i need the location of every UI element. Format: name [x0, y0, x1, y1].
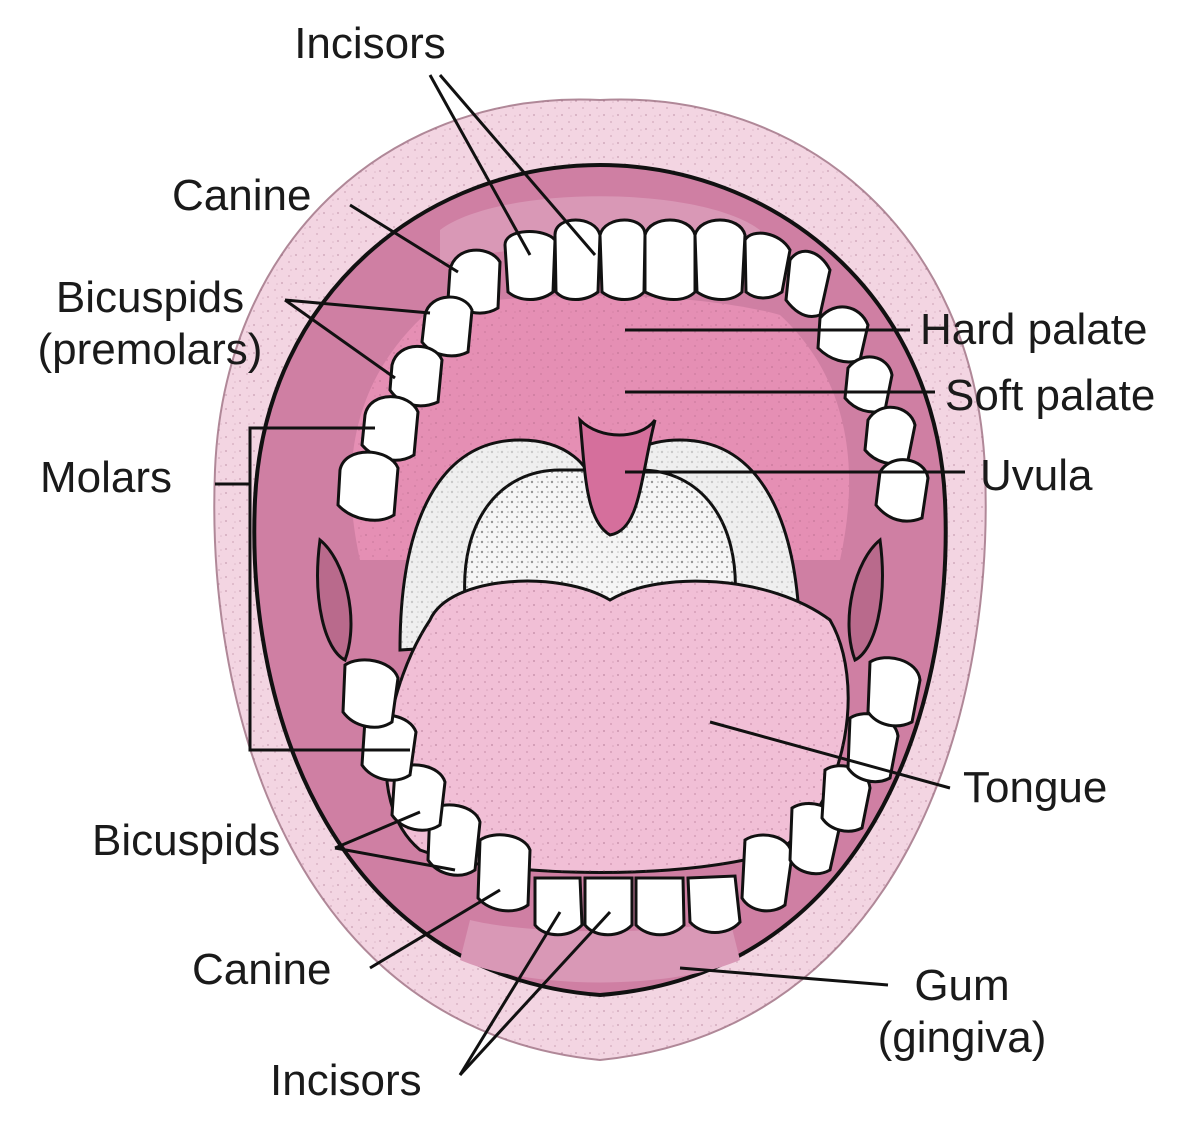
uvula: [578, 415, 657, 537]
label-canine-top: Canine: [172, 171, 312, 220]
label-bicuspids-bottom: Bicuspids: [92, 816, 281, 865]
upper-teeth: [336, 218, 930, 523]
leader-lines: [215, 74, 965, 1077]
label-molars: Molars: [40, 453, 173, 502]
label-gum-line1: Gum: [914, 961, 1010, 1010]
label-incisors-bottom: Incisors: [270, 1056, 422, 1105]
label-tongue: Tongue: [963, 763, 1108, 812]
label-bicuspids-line2: (premolars): [37, 325, 263, 374]
label-soft-palate: Soft palate: [945, 371, 1156, 420]
label-incisors-top: Incisors: [294, 19, 446, 68]
lower-gum: [460, 920, 740, 983]
label-bicuspids-premolars: Bicuspids (premolars): [20, 272, 280, 376]
label-uvula: Uvula: [980, 451, 1093, 500]
label-canine-bottom: Canine: [192, 945, 332, 994]
label-gum-line2: (gingiva): [877, 1013, 1047, 1062]
lower-teeth: [341, 656, 922, 937]
label-gum-gingiva: Gum (gingiva): [862, 960, 1062, 1064]
label-bicuspids-line1: Bicuspids: [55, 273, 245, 322]
label-hard-palate: Hard palate: [920, 305, 1148, 354]
